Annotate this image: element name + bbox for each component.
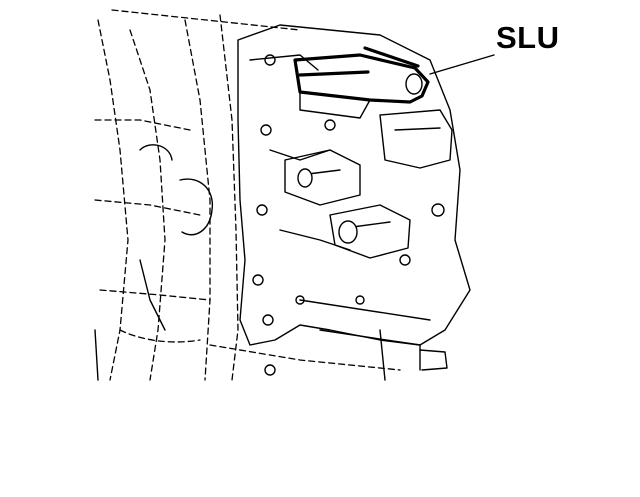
- slu-solenoid: [293, 46, 430, 119]
- slu-callout-label: SLU: [496, 20, 560, 55]
- slu-leader-line: [429, 54, 495, 75]
- solenoid-valve-group: [284, 109, 453, 259]
- lower-bracket: [209, 299, 448, 381]
- transmission-case: [94, 9, 301, 381]
- valve-body-plate: [237, 24, 471, 346]
